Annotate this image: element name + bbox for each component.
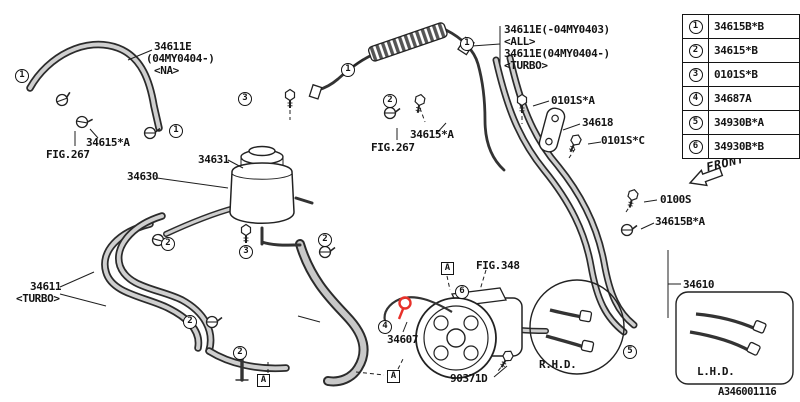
label-pipe-34607: 34607 — [387, 333, 419, 346]
callout-number: 1 — [460, 37, 474, 51]
legend-row: 5 34930B*A — [683, 111, 799, 135]
clamp-icon — [383, 106, 401, 120]
front-arrow-icon — [688, 167, 724, 187]
label-rhd: R.H.D. — [539, 358, 577, 371]
legend-row: 6 34930B*B — [683, 135, 799, 158]
legend-row: 3 0101S*B — [683, 63, 799, 87]
drawing-number: A346001116 — [718, 386, 777, 398]
callout-number: 1 — [169, 124, 183, 138]
legend-part-number: 34930B*A — [714, 116, 764, 129]
legend-part-number: 34930B*B — [714, 140, 764, 153]
section-marker-a: A — [257, 374, 270, 387]
legend-row: 1 34615B*B — [683, 15, 799, 39]
label-hose-34611e-all: 34611E(-04MY0403) — [504, 23, 610, 36]
legend-part-number: 34687A — [714, 92, 752, 105]
label-fig267-left: FIG.267 — [46, 148, 90, 161]
clamp-icon — [620, 223, 638, 237]
label-bracket-34618: 34618 — [582, 116, 614, 129]
label-bolt-0101sc: 0101S*C — [601, 134, 645, 147]
label-hose-34611e-turbo: 34611E(04MY0404-) — [504, 47, 610, 60]
label-hose-34611-trim: <TURBO> — [16, 292, 60, 305]
callout-number: 2 — [383, 94, 397, 108]
bolt-icon — [412, 92, 427, 115]
callout-number: 3 — [238, 92, 252, 106]
rhd-detail-art — [529, 279, 625, 375]
label-clamp-34615ba: 34615B*A — [655, 215, 705, 228]
label-hose-34611e-na: 34611E — [154, 40, 192, 53]
legend-callout-number: 5 — [688, 115, 703, 130]
clamp-icon — [318, 245, 336, 259]
corrugated-hose-art — [308, 22, 475, 100]
parts-legend: 1 34615B*B 2 34615*B 3 0101S*B 4 34687A … — [682, 14, 800, 159]
callout-number: 4 — [378, 320, 392, 334]
clamp-icon — [54, 90, 75, 108]
legend-part-number: 0101S*B — [714, 68, 758, 81]
callout-number: 2 — [233, 346, 247, 360]
bracket-34618-art — [538, 107, 566, 153]
label-tank-34630: 34630 — [127, 170, 159, 183]
leader-lines — [59, 26, 681, 378]
clamp-icon — [74, 114, 94, 130]
callout-number: 2 — [183, 315, 197, 329]
label-clamp-34615a-left: 34615*A — [86, 136, 130, 149]
callout-number: 1 — [341, 63, 355, 77]
label-clamp-34615a-mid: 34615*A — [410, 128, 454, 141]
highlighted-34607-art — [383, 296, 453, 322]
dashed-lines — [245, 103, 633, 376]
label-hose-34611: 34611 — [30, 280, 62, 293]
callout-number: 2 — [161, 237, 175, 251]
label-lhd: L.H.D. — [697, 365, 735, 378]
label-hose-34611e-na-trim: <NA> — [154, 64, 179, 77]
label-hose-34611e-all-trim: <ALL> — [504, 35, 536, 48]
legend-callout-number: 1 — [688, 19, 703, 34]
clamp-icon — [205, 315, 223, 329]
label-bolt-90371d: 90371D — [450, 372, 488, 385]
legend-row: 4 34687A — [683, 87, 799, 111]
callout-number: 2 — [318, 233, 332, 247]
legend-callout-number: 3 — [688, 67, 703, 82]
label-fig267-mid: FIG.267 — [371, 141, 415, 154]
legend-callout-number: 6 — [688, 139, 703, 154]
label-hose-34611e-na-range: (04MY0404-) — [146, 52, 215, 65]
bolt-icon — [624, 187, 640, 210]
callout-number: 6 — [455, 285, 469, 299]
legend-part-number: 34615B*B — [714, 20, 764, 33]
hoses-art — [26, 28, 638, 387]
label-pipe-34610: 34610 — [683, 278, 715, 291]
callout-number: 5 — [623, 345, 637, 359]
legend-callout-number: 2 — [688, 43, 703, 58]
reservoir-art — [229, 145, 295, 224]
callout-number: 1 — [15, 69, 29, 83]
label-hose-34611e-turbo-trim: <TURBO> — [504, 59, 548, 72]
section-marker-a: A — [387, 370, 400, 383]
label-fig348: FIG.348 — [476, 259, 520, 272]
section-marker-a: A — [441, 262, 454, 275]
legend-part-number: 34615*B — [714, 44, 758, 57]
label-bolt-0100s: 0100S — [660, 193, 692, 206]
legend-callout-number: 4 — [688, 91, 703, 106]
label-cap-34631: 34631 — [198, 153, 230, 166]
lhd-detail-art — [675, 291, 794, 385]
label-bolt-0101sa: 0101S*A — [551, 94, 595, 107]
legend-row: 2 34615*B — [683, 39, 799, 63]
pump-art — [415, 287, 523, 379]
callout-number: 3 — [239, 245, 253, 259]
